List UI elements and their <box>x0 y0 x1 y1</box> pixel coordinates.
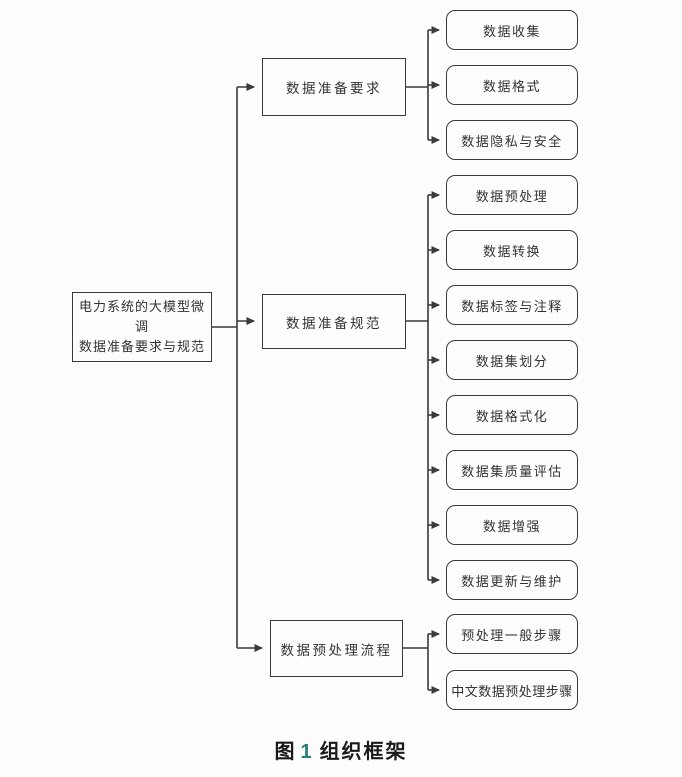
leaf-label: 数据隐私与安全 <box>461 133 563 149</box>
node-data-preprocessing: 数据预处理 <box>446 175 578 215</box>
branch2-lines <box>406 191 440 584</box>
leaf-label: 数据收集 <box>482 23 541 39</box>
node-data-labeling-annotation: 数据标签与注释 <box>446 285 578 325</box>
root-label: 电力系统的大模型微调 数据准备要求与规范 <box>77 297 207 357</box>
node-dataset-splitting: 数据集划分 <box>446 340 578 380</box>
node-general-preprocessing-steps: 预处理一般步骤 <box>446 614 578 654</box>
node-data-update-maintenance: 数据更新与维护 <box>446 560 578 600</box>
root-label-line2: 数据准备要求与规范 <box>78 339 205 355</box>
node-data-format: 数据格式 <box>446 65 578 105</box>
node-chinese-data-preprocessing-steps: 中文数据预处理步骤 <box>446 670 578 710</box>
root-trunk-lines <box>212 83 263 652</box>
caption-title: 组织框架 <box>319 741 408 763</box>
branch1-label: 数据准备要求 <box>286 81 382 96</box>
leaf-label: 数据增强 <box>482 518 541 534</box>
branch3-label: 数据预处理流程 <box>280 642 393 658</box>
leaf-label: 数据格式 <box>482 78 541 94</box>
leaf-label: 数据集划分 <box>475 353 549 369</box>
leaf-label: 数据转换 <box>482 243 541 259</box>
node-dataset-quality-evaluation: 数据集质量评估 <box>446 450 578 490</box>
node-data-formatting: 数据格式化 <box>446 395 578 435</box>
leaf-label: 数据标签与注释 <box>461 298 563 314</box>
leaf-label: 数据集质量评估 <box>461 463 563 479</box>
root-label-line1: 电力系统的大模型微调 <box>78 298 205 334</box>
leaf-label: 数据更新与维护 <box>461 573 563 589</box>
leaf-label: 数据预处理 <box>475 188 549 204</box>
branch1-lines <box>406 26 440 144</box>
node-data-privacy-security: 数据隐私与安全 <box>446 120 578 160</box>
node-data-collection: 数据收集 <box>446 10 578 50</box>
node-data-preprocessing-workflow: 数据预处理流程 <box>270 620 403 677</box>
node-data-preparation-requirements: 数据准备要求 <box>262 58 406 116</box>
branch2-label: 数据准备规范 <box>286 315 382 331</box>
node-data-transformation: 数据转换 <box>446 230 578 270</box>
node-data-augmentation: 数据增强 <box>446 505 578 545</box>
leaf-label: 预处理一般步骤 <box>461 627 563 643</box>
branch3-lines <box>403 630 440 694</box>
node-data-preparation-specifications: 数据准备规范 <box>262 294 406 349</box>
caption-prefix: 图 <box>274 741 297 763</box>
node-root-title: 电力系统的大模型微调 数据准备要求与规范 <box>72 292 212 362</box>
leaf-label: 中文数据预处理步骤 <box>451 683 573 699</box>
caption-number: 1 <box>300 741 314 763</box>
leaf-label: 数据格式化 <box>475 408 549 424</box>
